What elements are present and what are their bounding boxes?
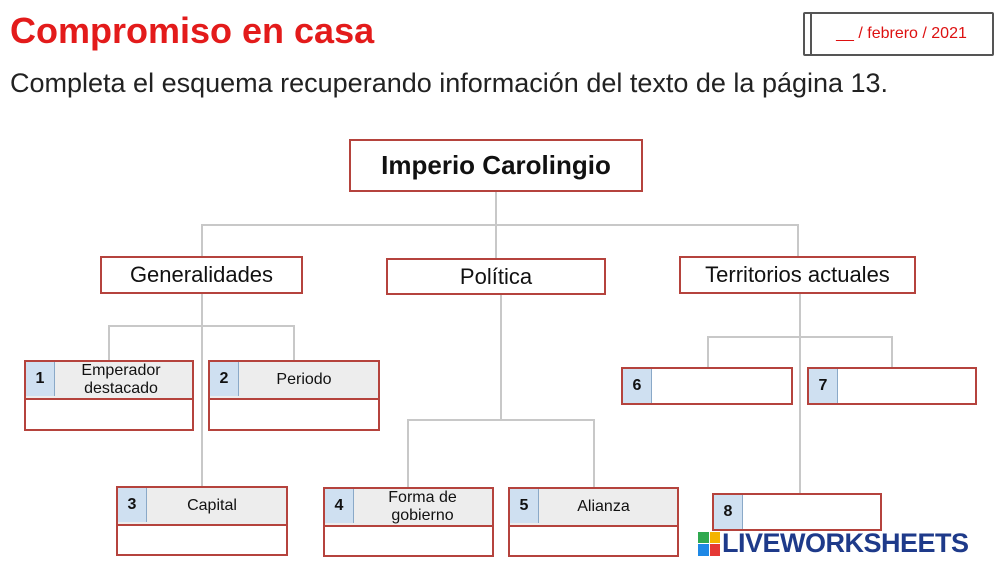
connector xyxy=(707,336,893,338)
item-number: 8 xyxy=(714,495,743,529)
item-number: 7 xyxy=(809,369,838,403)
branch-generalidades: Generalidades xyxy=(100,256,303,294)
root-label: Imperio Carolingio xyxy=(381,150,611,180)
connector xyxy=(293,325,295,361)
connector xyxy=(495,192,497,226)
answer-field-4[interactable] xyxy=(325,527,492,555)
connector xyxy=(201,224,203,258)
connector xyxy=(891,336,893,368)
item-card-3: Capital 3 xyxy=(116,486,288,556)
connector xyxy=(797,224,799,258)
item-number: 4 xyxy=(325,489,354,523)
item-card-1: Emperador destacado 1 xyxy=(24,360,194,431)
branch-label: Territorios actuales xyxy=(705,262,890,287)
answer-field-5[interactable] xyxy=(510,527,677,555)
liveworksheets-logo: LIVEWORKSHEETS xyxy=(698,528,969,559)
connector xyxy=(201,292,203,487)
answer-field-6[interactable]: 6 xyxy=(621,367,793,405)
logo-mark-icon xyxy=(698,531,720,556)
connector xyxy=(407,419,595,421)
logo-text: LIVEWORKSHEETS xyxy=(722,528,969,558)
date-text: __ / febrero / 2021 xyxy=(836,25,967,42)
instructions: Completa el esquema recuperando informac… xyxy=(10,68,889,98)
branch-politica: Política xyxy=(386,258,606,295)
connector xyxy=(407,419,409,488)
branch-label: Política xyxy=(459,263,533,289)
item-number: 5 xyxy=(510,489,539,523)
item-number: 6 xyxy=(623,369,652,403)
connector xyxy=(108,325,295,327)
connector xyxy=(799,292,801,494)
date-scroll-box: __ / febrero / 2021 xyxy=(803,12,994,56)
connector xyxy=(707,336,709,368)
item-label: Alianza xyxy=(577,498,630,515)
branch-label: Generalidades xyxy=(129,262,274,287)
page-title: Compromiso en casa xyxy=(10,10,375,51)
item-card-5: Alianza 5 xyxy=(508,487,679,557)
answer-field-8[interactable]: 8 xyxy=(712,493,882,531)
item-label: Forma de gobierno xyxy=(388,489,457,524)
item-label: Emperador destacado xyxy=(81,362,161,397)
branch-territorios: Territorios actuales xyxy=(679,256,916,294)
item-number: 2 xyxy=(210,362,239,396)
item-card-2: Periodo 2 xyxy=(208,360,380,431)
root-node: Imperio Carolingio xyxy=(349,139,643,192)
connector xyxy=(495,226,497,258)
answer-field-1[interactable] xyxy=(26,400,192,429)
connector xyxy=(593,419,595,488)
item-label: Capital xyxy=(187,497,237,514)
answer-field-2[interactable] xyxy=(210,400,378,429)
item-number: 3 xyxy=(118,488,147,522)
item-label: Periodo xyxy=(276,371,332,388)
connector xyxy=(201,224,799,226)
item-number: 1 xyxy=(26,362,55,396)
answer-field-3[interactable] xyxy=(118,526,286,554)
item-card-4: Forma de gobierno 4 xyxy=(323,487,494,557)
connector xyxy=(108,325,110,361)
connector xyxy=(500,294,502,421)
answer-field-7[interactable]: 7 xyxy=(807,367,977,405)
